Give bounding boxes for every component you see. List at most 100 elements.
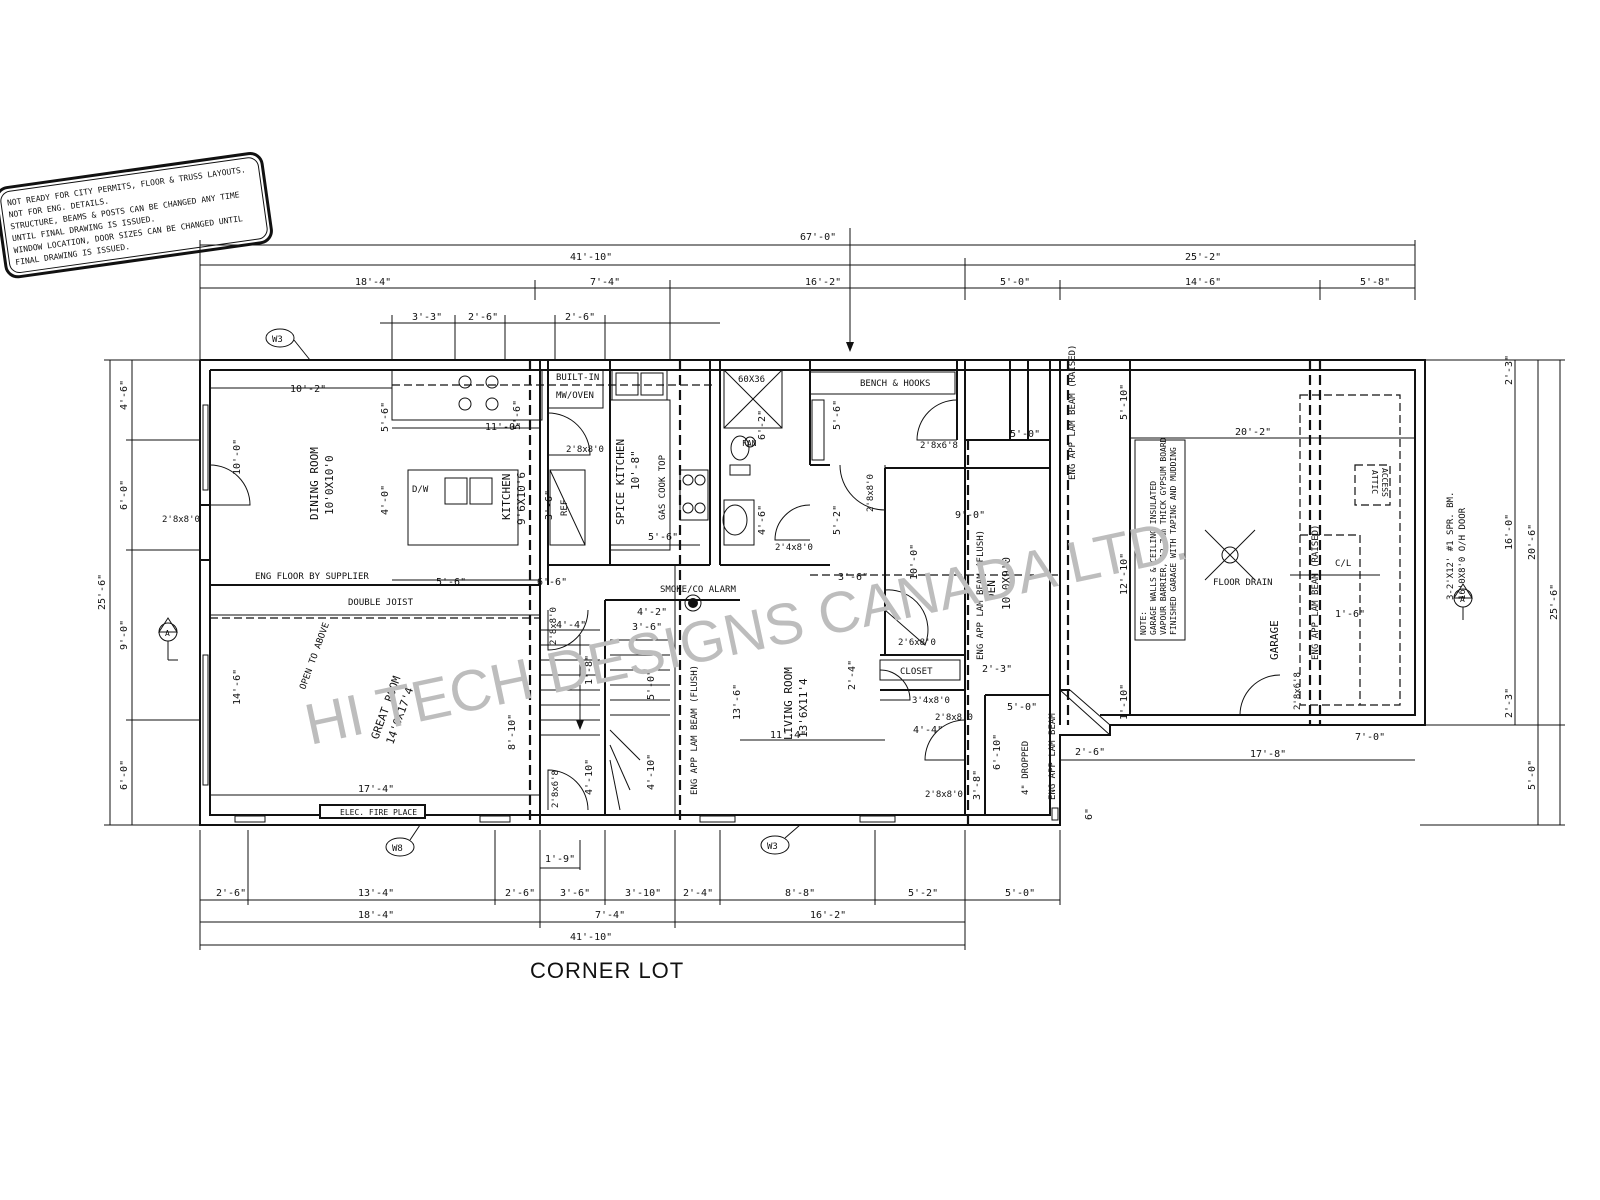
dim-top-k3: 2'-6" bbox=[565, 312, 595, 323]
dim-in-510: 5'-10" bbox=[1119, 384, 1130, 420]
door-tag-1: 2'8x8'0 bbox=[162, 515, 200, 525]
section-a-left: A bbox=[165, 629, 170, 638]
section-marker-left: A bbox=[158, 617, 178, 661]
door-tag-8: 2'6x8'0 bbox=[898, 638, 936, 648]
living-room-size: 13'6X11'4 bbox=[797, 678, 810, 738]
smoke-alarm-label: SMOKE/CO ALARM bbox=[660, 585, 736, 595]
dim-in-56d: 5'-6" bbox=[648, 532, 678, 543]
door-tag-2: 2'8x8'0 bbox=[566, 445, 604, 455]
door-tag-3: 2'8x6'8 bbox=[920, 441, 958, 451]
dim-bottom-1: 2'-6" bbox=[216, 888, 246, 899]
dim-bottom-r3: 16'-2" bbox=[810, 910, 846, 921]
dim-right-2: 16'-0" bbox=[1504, 514, 1515, 550]
beams bbox=[210, 360, 1401, 825]
cooktop-burners-icon bbox=[458, 375, 499, 411]
dim-in-56e: 5'-6" bbox=[832, 400, 843, 430]
dim-in-18: 1'-8" bbox=[584, 655, 595, 685]
garage-name: GARAGE bbox=[1268, 620, 1281, 660]
beam-entry-label: ENG APP LAM BEAM bbox=[1048, 713, 1058, 800]
door-tags: 2'8x8'0 2'8x8'0 2'8x6'8 2'8x8'0 2'4x8'0 … bbox=[162, 441, 1303, 808]
section-marker-right: A bbox=[1453, 583, 1473, 620]
dim-top-k2: 2'-6" bbox=[468, 312, 498, 323]
bath-fixtures: 60X36 FAN BENCH & HOOKS bbox=[722, 369, 956, 546]
dim-in-66: 6'-6" bbox=[537, 577, 567, 588]
top-dimensions: 67'-0" 41'-10" 25'-2" 18'-4" 7'-4" 16'-2… bbox=[199, 228, 1416, 360]
bottom-dimensions: 1'-9" 2'-6" 13'-4" 2'-6" 3'-6" 3'-10" 2'… bbox=[199, 830, 1061, 950]
dim-in-102: 10'-2" bbox=[290, 384, 326, 395]
floor-drain-icon bbox=[1204, 529, 1256, 581]
dim-in-44b: 4'-4" bbox=[913, 725, 943, 736]
dim-right-a: 20'-6" bbox=[1527, 524, 1538, 560]
open-to-above-label: OPEN TO ABOVE bbox=[298, 621, 331, 691]
garage-note: NOTE: GARAGE WALLS & CEILING INSULATED V… bbox=[1134, 437, 1186, 641]
spice-kitchen-name: SPICE KITCHEN bbox=[614, 439, 627, 525]
stairs bbox=[540, 629, 670, 811]
dim-bottom-8: 5'-2" bbox=[908, 888, 938, 899]
dim-in-38: 3'-8" bbox=[972, 770, 983, 800]
dim-in-610: 6'-10" bbox=[992, 734, 1003, 770]
dim-top-1: 18'-4" bbox=[355, 277, 391, 288]
dim-top-b: 25'-2" bbox=[1185, 252, 1221, 263]
dim-in-178: 17'-8" bbox=[1250, 749, 1286, 760]
windows bbox=[202, 404, 1059, 823]
kitchen-size: 9'6X10'6 bbox=[515, 472, 528, 525]
window-tag-w3-bottom: W3 bbox=[767, 842, 778, 852]
attic-label: ATTIC bbox=[1370, 470, 1379, 494]
door-tag-6: 2'8x8'0 bbox=[549, 607, 559, 645]
dim-top-overall: 67'-0" bbox=[800, 232, 836, 243]
dim-top-3: 16'-2" bbox=[805, 277, 841, 288]
closet-label: CLOSET bbox=[900, 667, 933, 677]
dim-left-total: 25'-6" bbox=[97, 574, 108, 610]
dim-in-56b: 5'-6" bbox=[512, 400, 523, 430]
dim-in-16: 1'-6" bbox=[1335, 609, 1365, 620]
dim-left-4: 6'-0" bbox=[119, 760, 130, 790]
dim-in-42: 4'-2" bbox=[637, 607, 667, 618]
note-line-1: NOTE: bbox=[1139, 611, 1148, 635]
dim-in-46: 4'-6" bbox=[757, 505, 768, 535]
smoke-alarm-icon bbox=[684, 594, 702, 612]
dim-in-56c: 5'-6" bbox=[436, 577, 466, 588]
dim-bottom-5: 3'-10" bbox=[625, 888, 661, 899]
oh-door-size-label: 16'0X8'0 O/H DOOR bbox=[1458, 507, 1468, 600]
dim-in-44a: 4'-4" bbox=[556, 620, 586, 631]
attic-hatch bbox=[1354, 464, 1391, 506]
dim-in-56a: 5'-6" bbox=[380, 402, 391, 432]
dim-bottom-9: 5'-0" bbox=[1005, 888, 1035, 899]
door-tag-7: 2'8x6'8 bbox=[1293, 672, 1303, 710]
dim-bottom-overall: 41'-10" bbox=[570, 932, 612, 943]
dim-in-24: 2'-4" bbox=[847, 660, 858, 690]
fireplace bbox=[319, 804, 426, 819]
dim-in-100b: 10'-0" bbox=[909, 544, 920, 580]
door-tag-9: 3'4x8'0 bbox=[912, 696, 950, 706]
dim-in-100: 10'-0" bbox=[232, 439, 243, 475]
dim-bottom-r2: 7'-4" bbox=[595, 910, 625, 921]
kitchen-fixtures: D/W BUILT-IN MW/OVEN REF bbox=[391, 369, 709, 551]
note-line-3: VAPOUR BARRIER, 12.7mm THICK GYPSUM BOAR… bbox=[1159, 437, 1168, 635]
door-tag-10: 2'8x8'0 bbox=[935, 713, 973, 723]
dim-in-202: 20'-2" bbox=[1235, 427, 1271, 438]
door-tag-12: 2'8x8'0 bbox=[925, 790, 963, 800]
dim-bottom-3: 2'-6" bbox=[505, 888, 535, 899]
dim-in-136: 13'-6" bbox=[732, 684, 743, 720]
dim-in-26: 2'-6" bbox=[1075, 747, 1105, 758]
door-swings bbox=[209, 399, 1281, 811]
dim-bottom-19: 1'-9" bbox=[545, 854, 575, 865]
dim-in-110b: 1'-10" bbox=[1119, 684, 1130, 720]
dim-bottom-2: 13'-4" bbox=[358, 888, 394, 899]
dim-in-810: 8'-10" bbox=[507, 714, 518, 750]
dining-room-size: 10'0X10'0 bbox=[323, 455, 336, 515]
fireplace-label: ELEC. FIRE PLACE bbox=[340, 808, 417, 817]
closet-rod bbox=[879, 659, 961, 681]
fridge-label: REF bbox=[560, 500, 570, 516]
dim-in-1210: 12'-10" bbox=[1119, 553, 1130, 595]
bench-hooks-label: BENCH & HOOKS bbox=[860, 379, 930, 389]
dining-room-name: DINING ROOM bbox=[308, 447, 321, 520]
beam-raised-2-label: ENG APP LAM BEAM (RAISED) bbox=[1311, 525, 1321, 660]
window-tag-w8: W8 bbox=[392, 844, 403, 854]
dim-in-36b: 3'-6" bbox=[632, 622, 662, 633]
note-line-2: GARAGE WALLS & CEILING INSULATED bbox=[1149, 481, 1158, 635]
door-tag-5: 2'4x8'0 bbox=[775, 543, 813, 553]
drawing-title: CORNER LOT bbox=[530, 958, 684, 983]
dim-bottom-r1: 18'-4" bbox=[358, 910, 394, 921]
